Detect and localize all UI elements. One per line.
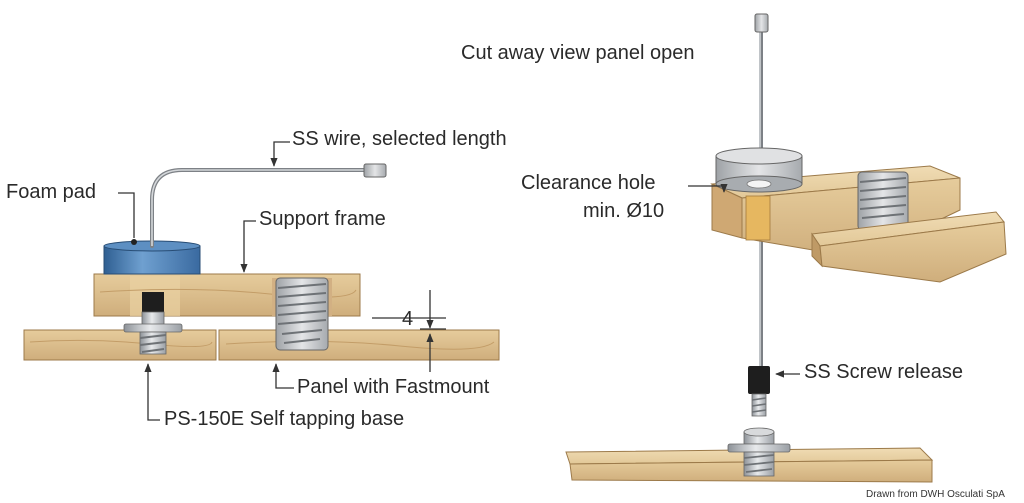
- leaders-right: [688, 183, 800, 378]
- self-tapping-base: [123, 292, 183, 355]
- panel-board-left: [23, 329, 217, 361]
- label-cutaway: Cut away view panel open: [461, 42, 695, 64]
- label-support-frame: Support frame: [259, 208, 386, 230]
- label-dimension: 4: [402, 308, 414, 330]
- label-ss-wire: SS wire, selected length: [292, 128, 507, 150]
- panel-board-right: [218, 329, 500, 361]
- foam-pad-cutaway: [715, 147, 803, 193]
- label-foam-pad: Foam pad: [6, 181, 97, 203]
- label-panel-fastmount: Panel with Fastmount: [297, 376, 490, 398]
- ss-wire: [150, 163, 387, 248]
- self-tapping-base-right: [727, 427, 791, 477]
- credit-text: Drawn from DWH Osculati SpA: [866, 489, 1005, 500]
- fastmount-insert: [275, 277, 329, 351]
- fastmount-insert-cutaway: [857, 171, 909, 231]
- panel-cutaway: [811, 211, 1007, 283]
- ss-screw-release: [748, 366, 770, 417]
- label-clearance-hole: Clearance hole: [521, 172, 656, 194]
- label-base: PS-150E Self tapping base: [164, 408, 405, 430]
- leaders-left: [118, 141, 446, 421]
- label-screw-release: SS Screw release: [804, 361, 963, 383]
- label-clearance-diameter: min. Ø10: [583, 200, 665, 222]
